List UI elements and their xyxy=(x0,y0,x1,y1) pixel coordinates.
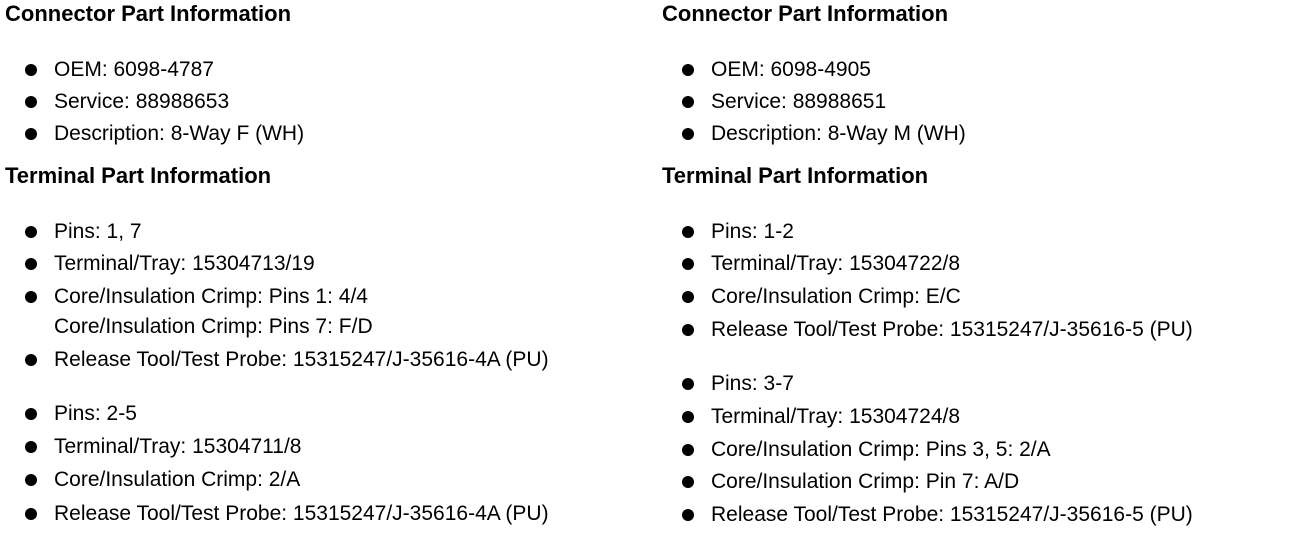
pins: Pins: 1, 7 xyxy=(54,220,142,243)
bullet-icon xyxy=(682,476,694,488)
bullet-icon xyxy=(25,258,37,270)
bullet-icon xyxy=(682,226,694,238)
description: Description: 8-Way M (WH) xyxy=(711,122,966,145)
bullet-icon xyxy=(682,96,694,108)
release-tool: Release Tool/Test Probe: 15315247/J-3561… xyxy=(54,502,549,525)
bullet-icon xyxy=(682,258,694,270)
release-tool: Release Tool/Test Probe: 15315247/J-3561… xyxy=(54,348,549,371)
terminal-heading: Terminal Part Information xyxy=(662,163,929,188)
bullet-icon xyxy=(25,508,37,520)
bullet-icon xyxy=(25,291,37,303)
bullet-icon xyxy=(682,411,694,423)
bullet-icon xyxy=(25,226,37,238)
oem-number: OEM: 6098-4787 xyxy=(54,58,214,81)
connector-heading: Connector Part Information xyxy=(5,1,292,26)
terminal-tray: Terminal/Tray: 15304713/19 xyxy=(54,252,315,275)
description: Description: 8-Way F (WH) xyxy=(54,122,305,145)
bullet-icon xyxy=(25,408,37,420)
bullet-icon xyxy=(25,474,37,486)
crimp-line: Core/Insulation Crimp: Pins 3, 5: 2/A xyxy=(711,438,1051,461)
connector-heading: Connector Part Information xyxy=(662,1,949,26)
crimp-line: Core/Insulation Crimp: Pins 7: F/D xyxy=(54,315,373,338)
bullet-icon xyxy=(682,324,694,336)
bullet-icon xyxy=(682,378,694,390)
crimp-line: Core/Insulation Crimp: E/C xyxy=(711,285,961,308)
terminal-tray: Terminal/Tray: 15304724/8 xyxy=(711,405,961,428)
crimp-line: Core/Insulation Crimp: Pin 7: A/D xyxy=(711,470,1020,493)
bullet-icon xyxy=(25,64,37,76)
bullet-icon xyxy=(25,441,37,453)
terminal-tray: Terminal/Tray: 15304722/8 xyxy=(711,252,961,275)
service-number: Service: 88988653 xyxy=(54,90,230,113)
terminal-tray: Terminal/Tray: 15304711/8 xyxy=(54,435,302,458)
crimp-line: Core/Insulation Crimp: 2/A xyxy=(54,468,301,491)
release-tool: Release Tool/Test Probe: 15315247/J-3561… xyxy=(711,503,1193,526)
bullet-icon xyxy=(682,128,694,140)
bullet-icon xyxy=(25,96,37,108)
bullet-icon xyxy=(682,444,694,456)
pins: Pins: 3-7 xyxy=(711,372,794,395)
pins: Pins: 2-5 xyxy=(54,402,137,425)
bullet-icon xyxy=(25,354,37,366)
terminal-heading: Terminal Part Information xyxy=(5,163,272,188)
bullet-icon xyxy=(682,291,694,303)
release-tool: Release Tool/Test Probe: 15315247/J-3561… xyxy=(711,318,1193,341)
bullet-icon xyxy=(25,128,37,140)
oem-number: OEM: 6098-4905 xyxy=(711,58,871,81)
bullet-icon xyxy=(682,64,694,76)
service-number: Service: 88988651 xyxy=(711,90,887,113)
pins: Pins: 1-2 xyxy=(711,220,794,243)
bullet-icon xyxy=(682,509,694,521)
crimp-line: Core/Insulation Crimp: Pins 1: 4/4 xyxy=(54,285,368,308)
